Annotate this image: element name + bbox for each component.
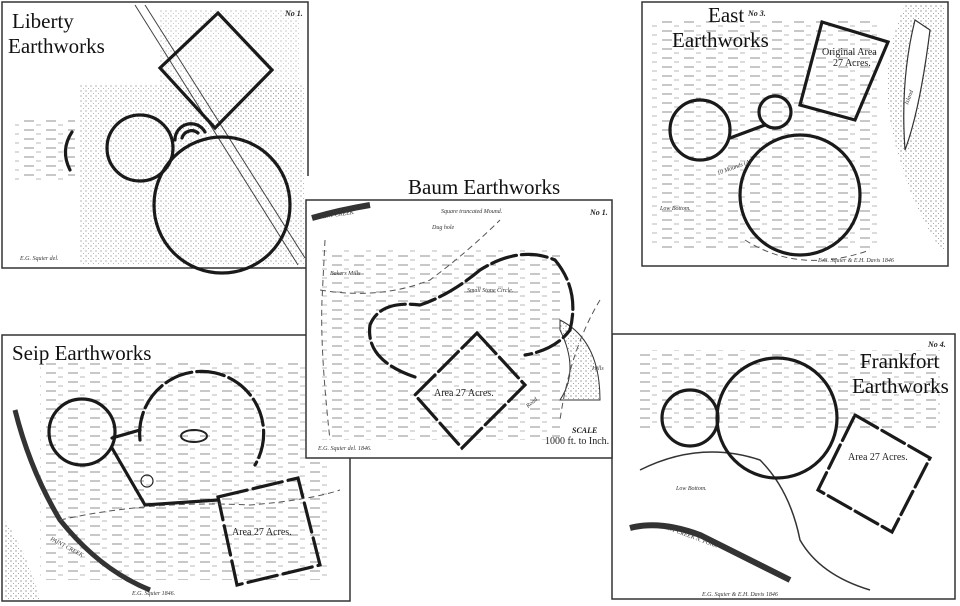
frankfort-low-bottom: Low Bottom. <box>675 486 707 492</box>
east-low-bottom: Low Bottom. <box>659 206 691 212</box>
large-circle-enclosure <box>152 135 292 275</box>
liberty-title-line2: Earthworks <box>8 34 105 58</box>
liberty-title-line1: Liberty <box>12 9 74 33</box>
small-circle-enclosure <box>105 113 175 183</box>
loop-enclosure <box>367 252 575 379</box>
large-circle-enclosure <box>138 369 266 467</box>
small-circle-enclosure <box>668 98 732 162</box>
east-island-label: Island <box>904 89 915 107</box>
small-circle-enclosure <box>47 397 117 467</box>
frankfort-credit: E.G. Squier & E.H. Davis 1846 <box>701 591 778 598</box>
frankfort-number: No 4. <box>927 340 946 349</box>
baum-creek-label: PAINT CREEK <box>316 210 355 221</box>
frankfort-title-line1: Frankfort <box>860 349 939 373</box>
seip-map: Seip Earthworks Area 27 Acres. PAINT CRE… <box>1 334 351 602</box>
frankfort-area-label: Area 27 Acres. <box>848 452 908 463</box>
road <box>134 4 299 266</box>
large-circle-enclosure <box>715 356 839 480</box>
large-circle-enclosure <box>738 133 862 257</box>
liberty-map: Liberty Earthworks No 1. E.G. Squier del… <box>1 1 309 275</box>
square-enclosure <box>216 476 322 587</box>
square-enclosure <box>157 10 275 131</box>
baum-mills-label: Bakers Mills <box>330 271 361 277</box>
baum-stone-circle-label: Small Stone Circle. <box>467 288 513 294</box>
seip-area-label: Area 27 Acres. <box>232 527 292 538</box>
baum-scale-value: 1000 ft. to Inch. <box>545 436 609 447</box>
baum-mound-label: Square truncated Mound. <box>441 209 502 215</box>
east-title-line2: Earthworks <box>672 28 769 52</box>
baum-scale-label: SCALE <box>572 426 597 435</box>
paint-creek-north-fork <box>629 522 792 583</box>
east-credit: E.G. Squier & E.H. Davis 1846 <box>817 257 894 264</box>
square-enclosure <box>815 412 933 535</box>
baum-area-label: Area 27 Acres. <box>434 388 494 399</box>
seip-title: Seip Earthworks <box>12 341 151 365</box>
liberty-credit: E.G. Squier del. <box>19 256 59 262</box>
square-enclosure <box>798 19 891 122</box>
liberty-number: No 1. <box>284 9 303 18</box>
frankfort-map: Frankfort Earthworks No 4. Area 27 Acres… <box>611 333 956 600</box>
river <box>887 5 945 255</box>
frankfort-title-line2: Earthworks <box>852 374 949 398</box>
east-area-line1: Original Area <box>822 47 877 58</box>
east-number: No 3. <box>747 9 766 18</box>
seip-credit: E.G. Squier 1846. <box>131 590 175 597</box>
baum-dug-hole-label: Dug hole <box>431 225 455 231</box>
east-area-line2: 27 Acres. <box>833 58 871 69</box>
baum-title: Baum Earthworks <box>408 175 560 199</box>
square-enclosure <box>412 330 528 451</box>
baum-map: Baum Earthworks No 1. Square truncated M… <box>305 175 613 459</box>
baum-credit: E.G. Squier del. 1846. <box>317 445 372 452</box>
east-title-line1: East <box>708 3 744 27</box>
east-map: East Earthworks No 3. Original Area 27 A… <box>641 1 949 267</box>
paint-creek <box>311 202 371 221</box>
island <box>903 19 931 151</box>
baum-hills-label: Hills <box>591 366 604 372</box>
baum-number: No 1. <box>589 208 608 217</box>
